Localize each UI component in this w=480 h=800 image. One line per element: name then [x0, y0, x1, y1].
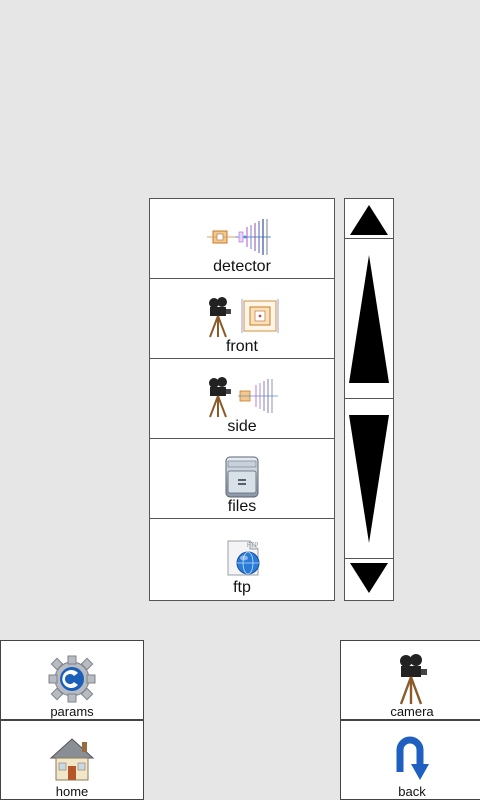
- scroll-up-button[interactable]: [345, 199, 393, 239]
- gear-icon: [1, 653, 143, 705]
- page-down-arrow-icon: [349, 415, 389, 543]
- back-button[interactable]: back: [340, 720, 480, 800]
- menu-item-detector[interactable]: detector: [150, 199, 334, 279]
- page-up-arrow-icon: [349, 255, 389, 383]
- page-up-button[interactable]: [345, 239, 393, 399]
- svg-text:FTP: FTP: [247, 543, 258, 549]
- menu-item-label: front: [225, 338, 258, 355]
- menu-item-side[interactable]: side: [150, 359, 334, 439]
- detector-icon: [150, 213, 334, 261]
- home-label: home: [55, 784, 89, 799]
- scrollbar[interactable]: [344, 198, 394, 601]
- menu-item-front[interactable]: front: [150, 279, 334, 359]
- ftp-globe-icon: FTP: [150, 533, 334, 581]
- menu-list: detector front: [149, 198, 335, 601]
- menu-item-label: ftp: [233, 579, 251, 596]
- scroll-down-button[interactable]: [345, 559, 393, 600]
- arrow-up-icon: [350, 205, 388, 235]
- menu-item-files[interactable]: files: [150, 439, 334, 519]
- menu-item-label: detector: [213, 258, 271, 275]
- menu-item-label: side: [227, 418, 257, 435]
- menu-item-ftp[interactable]: FTP ftp: [150, 519, 334, 599]
- camera-front-icon: [150, 293, 334, 341]
- camera-icon: [341, 653, 480, 705]
- house-icon: [1, 733, 143, 785]
- menu-item-label: files: [227, 498, 257, 515]
- params-button[interactable]: params: [0, 640, 144, 720]
- home-button[interactable]: home: [0, 720, 144, 800]
- arrow-down-icon: [350, 563, 388, 593]
- page-down-button[interactable]: [345, 399, 393, 559]
- camera-label: camera: [390, 704, 434, 719]
- camera-side-icon: [150, 373, 334, 421]
- camera-button[interactable]: camera: [340, 640, 480, 720]
- back-arrow-icon: [341, 733, 480, 785]
- params-label: params: [50, 704, 94, 719]
- file-cabinet-icon: [150, 453, 334, 501]
- back-label: back: [398, 784, 426, 799]
